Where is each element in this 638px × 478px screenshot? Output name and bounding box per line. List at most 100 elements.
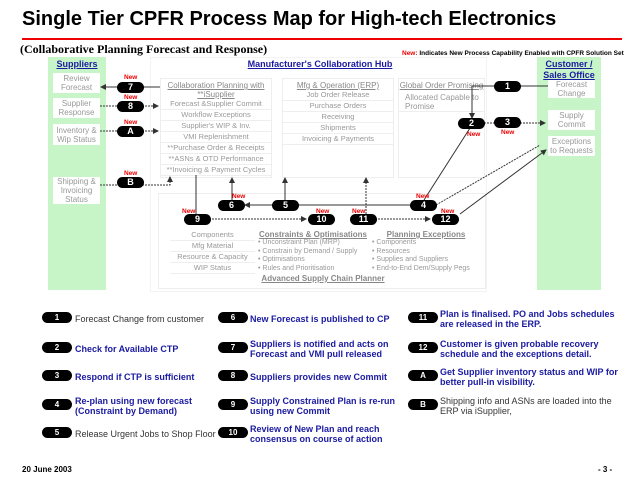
new-label: New xyxy=(416,193,430,200)
step-1-badge: 1 xyxy=(494,81,521,92)
legend-text: Respond if CTP is sufficient xyxy=(75,372,195,382)
collab-planning-panel: Collaboration Planning with **iSupplier … xyxy=(160,78,272,178)
collab-row: VMI Replenishment xyxy=(161,132,271,143)
new-label: New xyxy=(124,119,138,126)
review-forecast-box: Review Forecast xyxy=(53,73,100,93)
step-8-badge: 8 xyxy=(117,101,144,112)
new-note-text: Indicates New Process Capability Enabled… xyxy=(419,50,624,57)
collab-row: **Invoicing & Payment Cycles xyxy=(161,165,271,176)
legend-badge: 7 xyxy=(218,342,248,353)
collab-row: **ASNs & OTD Performance xyxy=(161,154,271,165)
legend-badge: 8 xyxy=(218,370,248,381)
ascp-input: Resource & Capacity xyxy=(170,252,255,263)
new-label: New xyxy=(124,74,138,81)
collab-row: Forecast &Supplier Commit xyxy=(161,99,271,110)
collab-row: **Purchase Order & Receipts xyxy=(161,143,271,154)
legend-badge: 10 xyxy=(218,427,248,438)
legend-text: Forecast Change from customer xyxy=(75,314,205,324)
exception-item: • Resources xyxy=(372,247,410,255)
legend-text: New Forecast is published to CP xyxy=(250,314,390,324)
collab-title: Collaboration Planning with **iSupplier xyxy=(167,81,265,99)
constraint-item: • Optimisations xyxy=(258,256,305,263)
step-6-badge: 6 xyxy=(218,200,245,211)
mfg-row: Invoicing & Payments xyxy=(283,134,393,145)
mfg-erp-panel: Mfg & Operation (ERP) Job Order Release … xyxy=(282,78,394,178)
new-label: New xyxy=(467,131,481,138)
legend-text: Release Urgent Jobs to Shop Floor xyxy=(75,429,216,439)
new-label: New xyxy=(124,94,138,101)
legend-text: Supply Constrained Plan is re-run using … xyxy=(250,396,396,416)
mfg-title: Mfg & Operation (ERP) xyxy=(296,81,380,90)
legend-text: Shipping info and ASNs are loaded into t… xyxy=(440,396,612,416)
new-label: New xyxy=(232,193,246,200)
constraints-block: Constraints & Optimisations • Unconstrai… xyxy=(258,230,368,273)
step-4-badge: 4 xyxy=(410,200,437,211)
legend-badge: A xyxy=(408,370,438,381)
step-3-badge: 3 xyxy=(494,117,521,128)
step-b-badge: B xyxy=(117,177,144,188)
ascp-title: Advanced Supply Chain Planner xyxy=(261,274,385,283)
supplier-response-box: Supplier Response xyxy=(53,98,100,118)
legend-badge: 1 xyxy=(42,312,72,323)
legend-text: Review of New Plan and reach consensus o… xyxy=(250,424,383,444)
title-rule xyxy=(22,38,622,40)
new-label: New xyxy=(501,129,515,136)
new-label: New xyxy=(316,208,330,215)
inventory-wip-box: Inventory & Wip Status xyxy=(53,124,100,145)
legend-badge: 6 xyxy=(218,312,248,323)
mfg-row: Purchase Orders xyxy=(283,101,393,112)
exception-item: • Components xyxy=(372,239,417,246)
legend-badge: 2 xyxy=(42,342,72,353)
legend-text: Plan is finalised. PO and Jobs schedules… xyxy=(440,309,615,329)
step-12-badge: 12 xyxy=(432,214,459,225)
new-label: New xyxy=(124,170,138,177)
exception-item: • End-to-End Dem/Supply Pegs xyxy=(372,264,470,272)
legend-badge: 12 xyxy=(408,342,438,353)
ascp-input: WIP Status xyxy=(170,263,255,274)
forecast-change-box: Forecast Change xyxy=(548,80,595,98)
exceptions-box: Exceptions to Requests xyxy=(548,136,595,156)
new-note: New: Indicates New Process Capability En… xyxy=(402,50,624,57)
supply-commit-box: Supply Commit xyxy=(548,110,595,130)
legend-text: Suppliers provides new Commit xyxy=(250,372,388,382)
footer-date: 20 June 2003 xyxy=(22,465,72,474)
mfg-row: Job Order Release xyxy=(283,90,393,101)
collab-row: Workflow Exceptions xyxy=(161,110,271,121)
ascp-input: Components xyxy=(170,230,255,241)
legend-badge: B xyxy=(408,399,438,410)
suppliers-column xyxy=(48,57,106,290)
legend-badge: 9 xyxy=(218,399,248,410)
legend-badge: 5 xyxy=(42,427,72,438)
step-10-badge: 10 xyxy=(308,214,335,225)
collab-row: Supplier's WIP & Inv. xyxy=(161,121,271,132)
step-7-badge: 7 xyxy=(117,82,144,93)
new-label: New xyxy=(352,208,366,215)
mfg-row: Receiving xyxy=(283,112,393,123)
ascp-inputs: Components Mfg Material Resource & Capac… xyxy=(170,230,255,274)
constraints-title: Constraints & Optimisations xyxy=(258,230,367,239)
legend-text: Get Supplier inventory status and WIP fo… xyxy=(440,367,618,387)
exceptions-block: Planning Exceptions • Components • Resou… xyxy=(372,230,480,273)
footer-page: - 3 - xyxy=(598,465,613,474)
legend-badge: 11 xyxy=(408,312,438,323)
exceptions-title: Planning Exceptions xyxy=(386,230,466,239)
suppliers-header: Suppliers xyxy=(56,59,98,69)
gop-title: Global Order Promising xyxy=(399,81,484,90)
legend-badge: 3 xyxy=(42,370,72,381)
constraint-item: • Unconstraint Plan (MRP) xyxy=(258,239,340,246)
exception-item: • Supplies and Suppliers xyxy=(372,256,449,263)
new-label: New xyxy=(182,208,196,215)
step-9-badge: 9 xyxy=(184,214,211,225)
legend-text: Suppliers is notified and acts on Foreca… xyxy=(250,339,389,359)
gop-text: Allocated Capable to Promise xyxy=(399,93,484,112)
new-label: New xyxy=(441,208,455,215)
mfg-row: Shipments xyxy=(283,123,393,134)
ascp-input: Mfg Material xyxy=(170,241,255,252)
subtitle: (Collaborative Planning Forecast and Res… xyxy=(20,42,268,56)
legend-text: Customer is given probable recovery sche… xyxy=(440,339,599,359)
page-title: Single Tier CPFR Process Map for High-te… xyxy=(22,8,557,30)
step-5-badge: 5 xyxy=(272,200,299,211)
legend-text: Re-plan using new forecast (Constraint b… xyxy=(75,396,193,416)
shipping-invoicing-box: Shipping & Invoicing Status xyxy=(53,177,100,204)
constraint-item: • Constrain by Demand / Supply xyxy=(258,247,358,255)
